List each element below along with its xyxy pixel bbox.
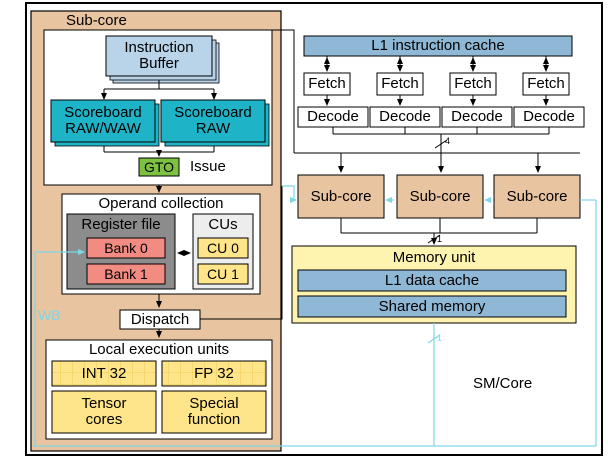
bus-width-memory: 1 (437, 333, 443, 344)
local-execution-label: Local execution units (88, 341, 230, 359)
l1-instruction-cache-box (303, 35, 573, 57)
issue-feed-line (282, 29, 295, 153)
subcore-small-label-1: Sub-core (310, 187, 372, 205)
fetch-decode-arrows (324, 56, 549, 106)
cu0-box (197, 237, 249, 259)
fetch-label-2: Fetch (381, 75, 419, 93)
gto-label: GTO (143, 158, 175, 175)
issue-label: Issue (190, 158, 226, 176)
fetch-box-2 (376, 72, 424, 96)
fetch-label-3: Fetch (454, 75, 492, 93)
wb-lines (33, 197, 597, 447)
special-function-box (161, 390, 267, 434)
decode-bus (294, 127, 580, 173)
subcore-small-label-2: Sub-core (409, 187, 471, 205)
scoreboard-raw-box (160, 99, 266, 143)
subcore-small-label-3: Sub-core (506, 187, 568, 205)
cus-label: CUs (208, 216, 238, 234)
decode-label-1: Decode (307, 108, 359, 126)
tensor-cores-box (51, 390, 157, 434)
fetch-label-4: Fetch (527, 75, 565, 93)
fetch-label-1: Fetch (308, 75, 346, 93)
shared-memory-label: Shared memory (378, 297, 486, 315)
dispatch-memory-line (200, 186, 283, 320)
subcore-small-2 (396, 174, 484, 219)
cu1-label: CU 1 (207, 265, 239, 282)
bank1-label: Bank 1 (104, 265, 148, 282)
tensor-cores-label: Tensor cores (81, 395, 127, 428)
bank0-label: Bank 0 (104, 239, 148, 256)
instruction-buffer-box (105, 35, 213, 77)
subcore-small-3 (493, 174, 581, 219)
register-file-label: Register file (81, 216, 161, 234)
subcore-memory-bus (340, 218, 538, 245)
fp32-box (161, 360, 267, 387)
decode-label-3: Decode (451, 108, 503, 126)
int32-label: INT 32 (81, 364, 127, 382)
fetch-box-1 (303, 72, 351, 96)
decode-label-2: Decode (379, 108, 431, 126)
cu1-box (197, 263, 249, 285)
dispatch-label: Dispatch (130, 310, 190, 328)
sm-core-label: SM/Core (473, 375, 533, 393)
bank0-box (86, 237, 166, 259)
gto-box (138, 157, 180, 177)
fetch-box-4 (522, 72, 570, 96)
bank1-box (86, 263, 166, 285)
subcore-small-1 (297, 174, 385, 219)
scoreboard-raw-label: Scoreboard RAW (174, 104, 252, 137)
l1-data-cache-label: L1 data cache (384, 271, 480, 289)
decode-label-4: Decode (523, 108, 575, 126)
int32-box (51, 360, 157, 387)
memory-unit-label: Memory unit (392, 249, 476, 267)
shared-memory-box (297, 295, 567, 318)
wb-label: WB (38, 306, 61, 323)
special-function-label: Special function (187, 395, 241, 428)
instruction-buffer-label: Instruction Buffer (124, 39, 194, 72)
l1-data-cache-box (297, 269, 567, 292)
fetch-box-3 (449, 72, 497, 96)
operand-collection-label: Operand collection (98, 195, 224, 213)
subcore-title: Sub-core (66, 12, 127, 30)
l1-instruction-cache-label: L1 instruction cache (371, 37, 505, 55)
scoreboard-rawwaw-label: Scoreboard RAW/WAW (64, 104, 142, 137)
fp32-label: FP 32 (194, 364, 234, 382)
bus-width-decode: 4 (445, 136, 451, 147)
scoreboard-rawwaw-box (50, 99, 156, 143)
bus-width-subcores: 1 (437, 234, 443, 245)
cu0-label: CU 0 (207, 239, 239, 256)
